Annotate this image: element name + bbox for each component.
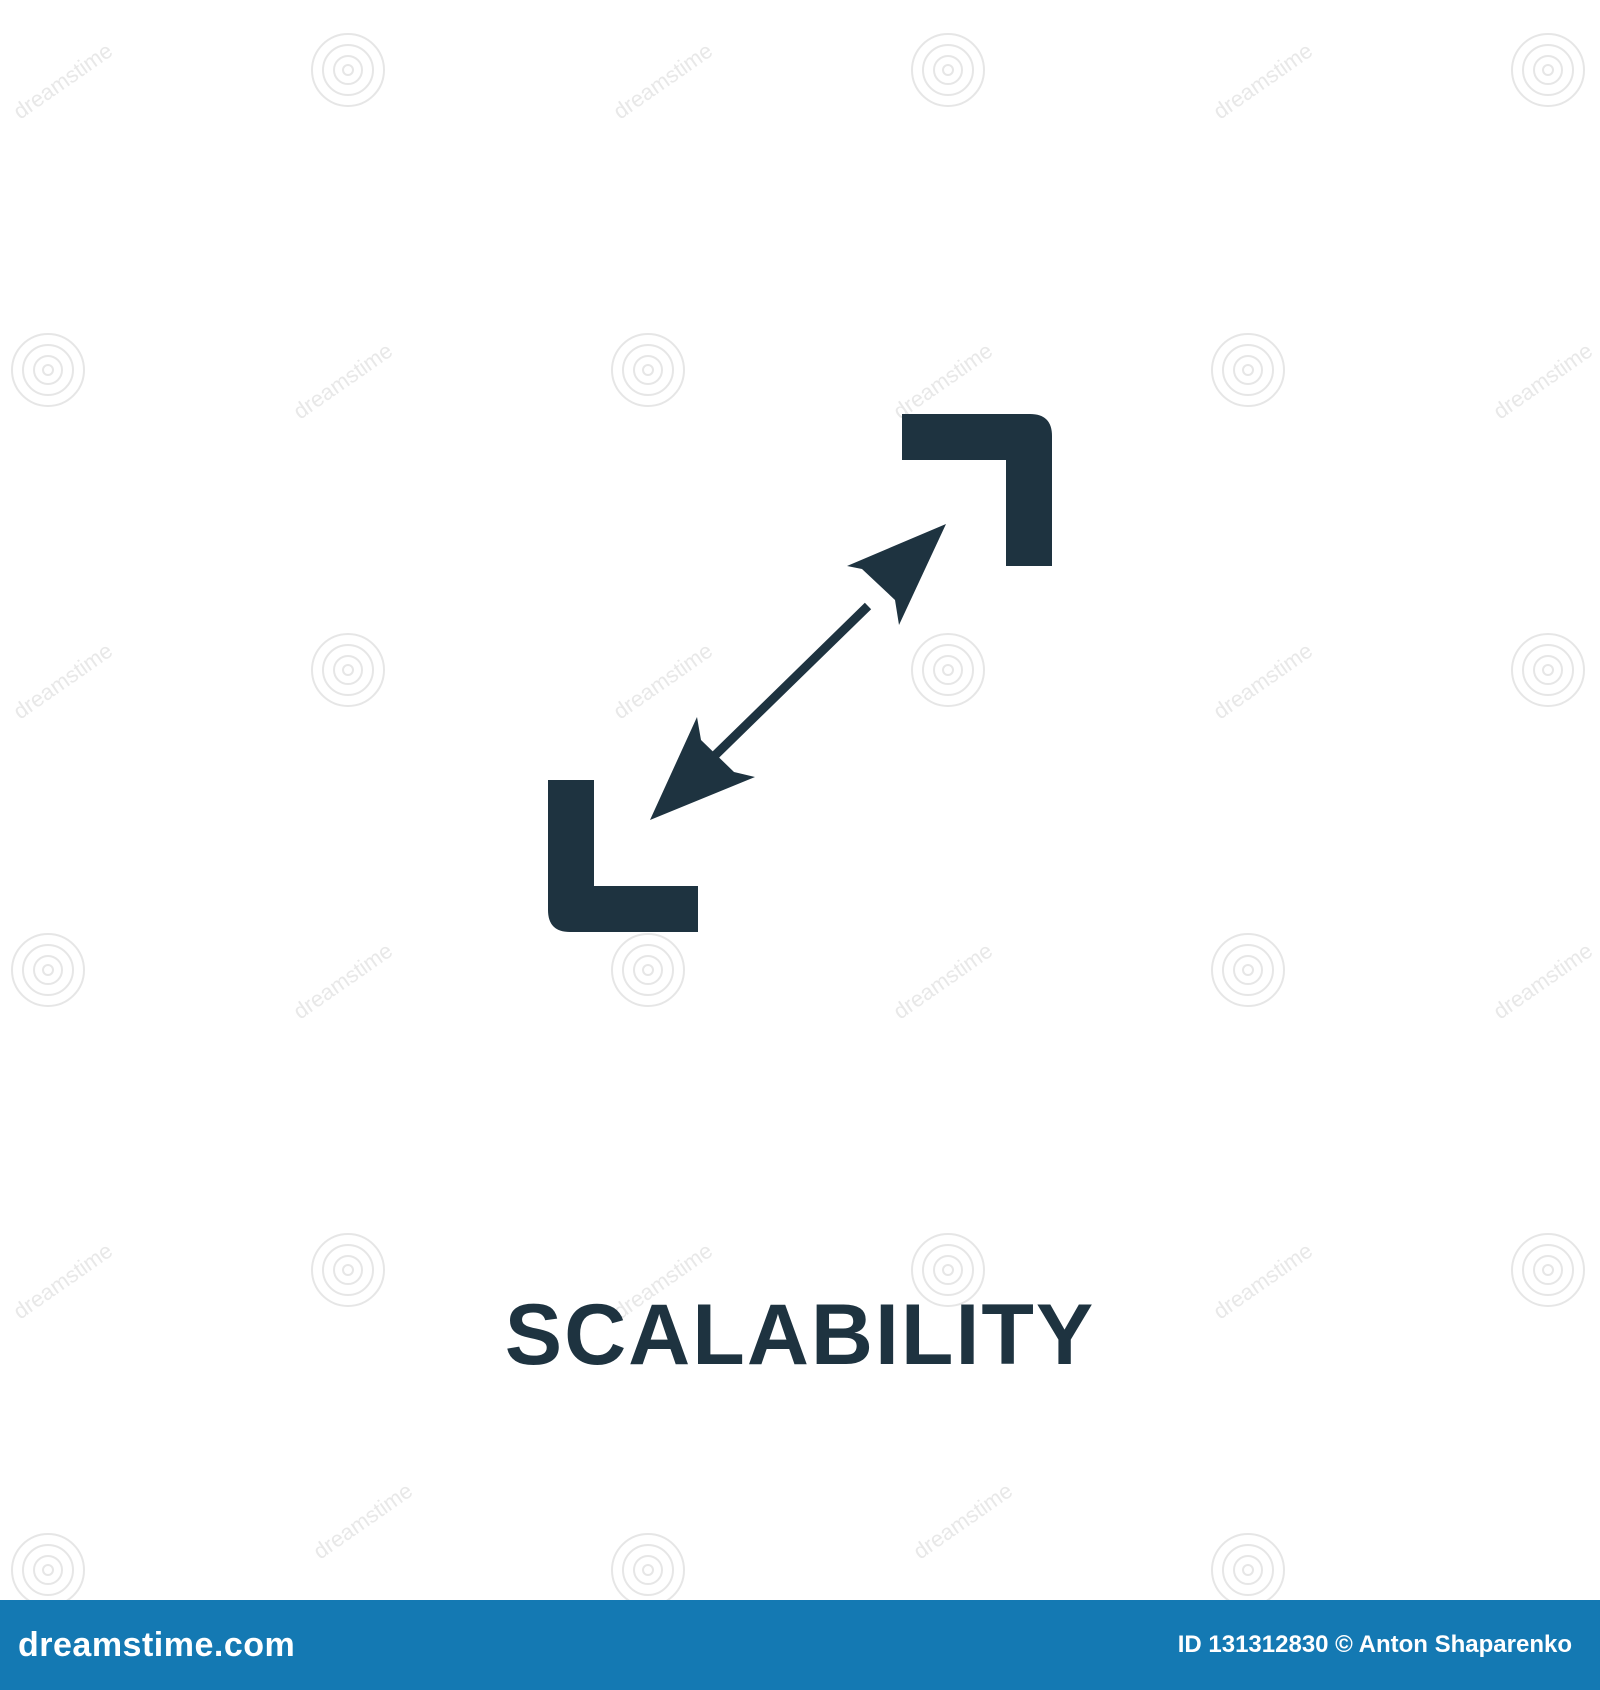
dreamstime-logo[interactable]: dreamstime.com [18,1626,296,1664]
footer-bar: dreamstime.com ID 131312830 © Anton Shap… [0,1600,1600,1690]
scalability-icon [548,414,1052,932]
double-arrow-shaft-icon [696,602,872,774]
corner-bracket-top-right-icon [902,414,1052,566]
arrowhead-up-right-icon [847,524,946,625]
corner-bracket-bottom-left-icon [548,780,698,932]
arrowhead-down-left-icon [650,717,755,820]
icon-title: SCALABILITY [504,1287,1096,1383]
image-canvas: dreamstime dreamstime dreamstime dreamst… [8,33,1598,1600]
image-credit: ID 131312830 © Anton Shaparenko [1177,1631,1572,1658]
